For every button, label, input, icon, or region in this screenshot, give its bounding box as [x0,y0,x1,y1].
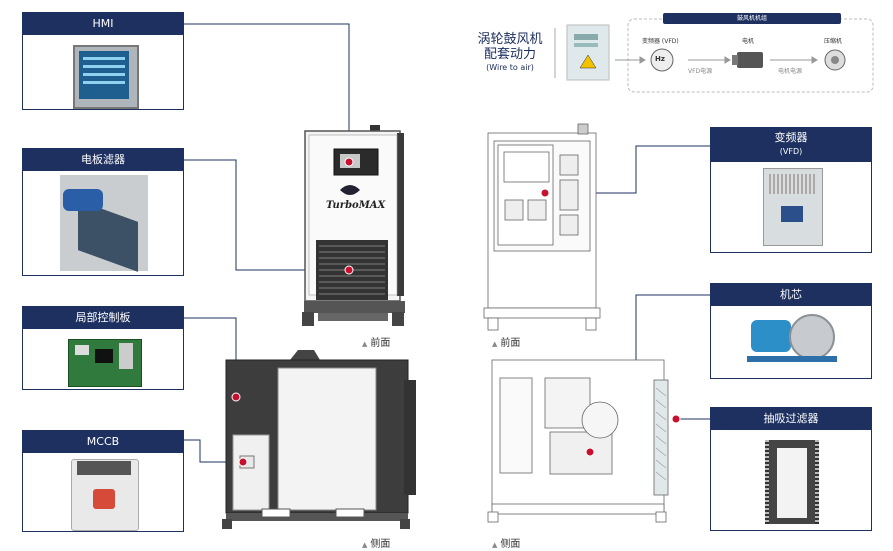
callout-local-board-title: 局部控制板 [23,307,183,329]
blower-group-badge: 鼓风机机组 [663,13,841,24]
caption-side-right: ▲侧面 [492,535,520,550]
caption-triangle-icon: ▲ [492,340,498,348]
brand-logo: TurboMAX [326,200,386,211]
core-image [711,306,871,378]
chain-vfd-power: VFD电源 [688,68,713,75]
caption-side-right-text: 侧面 [500,539,521,550]
caption-side-left: ▲侧面 [362,535,390,550]
marker-local-board [231,392,241,402]
mccb-image [23,453,183,531]
marker-hmi [344,157,354,167]
wire-to-air-title: 涡轮鼓风机 配套动力 (Wire to air) [470,32,550,74]
leader-pcb-filter [184,159,349,271]
caption-front-right-text: 前面 [500,338,521,349]
callout-mccb: MCCB [22,430,184,532]
front-cabinet-left [302,125,405,326]
marker-pcb-filter [344,265,354,275]
caption-front-left-text: 前面 [370,338,391,349]
caption-triangle-icon: ▲ [362,541,368,549]
wire-to-air-line2: 配套动力 [483,47,536,62]
wire-to-air-line1: 涡轮鼓风机 [477,32,543,47]
callout-hmi: HMI [22,12,184,110]
intake-filter-image [711,430,871,530]
hz-icon: Hz [655,55,665,63]
chain-motor-power: 电机电源 [778,68,803,75]
leader-hmi [184,23,350,160]
front-cabinet-right [483,123,601,331]
wire-to-air-chain [554,18,874,93]
marker-core [585,447,595,457]
pcb-filter-image [23,171,183,275]
side-cabinet-right [487,359,669,523]
callout-hmi-title: HMI [23,13,183,35]
callout-vfd-label: 变频器 [774,131,808,144]
callout-mccb-title: MCCB [23,431,183,453]
local-board-image [23,329,183,389]
hmi-panel-image [23,35,183,109]
leader-mccb [184,439,243,463]
caption-triangle-icon: ▲ [362,340,368,348]
callout-pcb-filter-title: 电板滤器 [23,149,183,171]
marker-intake-filter [671,414,681,424]
callout-vfd-title: 变频器 (VFD) [711,128,871,162]
callout-intake-filter: 抽吸过滤器 [710,407,872,531]
caption-front-left: ▲前面 [362,334,390,349]
chain-motor-label: 电机 [742,38,755,45]
callout-local-board: 局部控制板 [22,306,184,390]
callout-vfd: 变频器 (VFD) [710,127,872,253]
callout-core-title: 机芯 [711,284,871,306]
caption-side-left-text: 侧面 [370,539,391,550]
caption-triangle-icon: ▲ [492,541,498,549]
marker-mccb [238,457,248,467]
chain-compressor-label: 压缩机 [824,38,843,45]
callout-pcb-filter: 电板滤器 [22,148,184,276]
vfd-image [711,162,871,252]
chain-vfd-label: 变频器 (VFD) [642,38,679,45]
side-cabinet-left [222,350,416,529]
callout-vfd-sublabel: (VFD) [779,147,803,156]
caption-front-right: ▲前面 [492,334,520,349]
marker-vfd [540,188,550,198]
callout-core: 机芯 [710,283,872,379]
wire-to-air-line3: (Wire to air) [486,63,534,72]
callout-intake-filter-title: 抽吸过滤器 [711,408,871,430]
